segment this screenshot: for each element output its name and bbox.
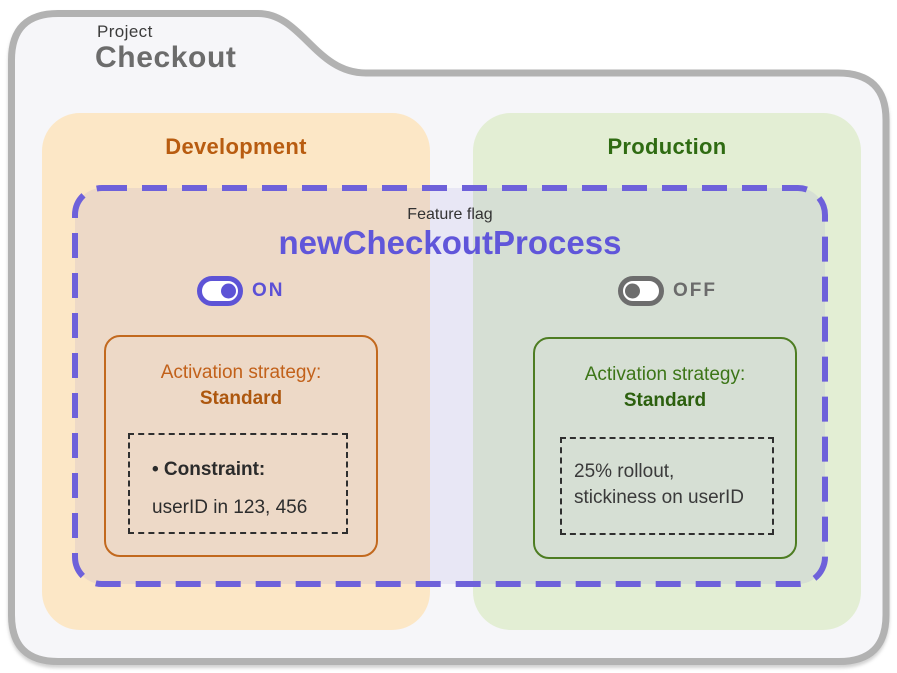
rollout-box: 25% rollout, stickiness on userID (560, 437, 774, 535)
rollout-line-1: 25% rollout, (574, 461, 675, 482)
environment-production-title: Production (607, 134, 727, 159)
toggle-knob-icon (221, 283, 236, 299)
production-flag-toggle[interactable]: OFF (618, 276, 717, 306)
development-strategy-card: Activation strategy: Standard • Constrai… (104, 335, 378, 557)
project-title: Checkout (95, 41, 237, 74)
toggle-on-label: ON (252, 280, 285, 301)
constraint-title: • Constraint: (152, 459, 266, 480)
rollout-line-2: stickiness on userID (574, 487, 745, 508)
toggle-knob-icon (625, 283, 640, 299)
strategy-name: Standard (199, 388, 283, 409)
constraint-box: • Constraint: userID in 123, 456 (128, 433, 348, 534)
strategy-heading: Activation strategy: (584, 364, 746, 385)
development-flag-toggle[interactable]: ON (197, 276, 285, 306)
environment-development-title: Development (165, 134, 307, 159)
toggle-off-switch[interactable] (618, 276, 664, 306)
strategy-name: Standard (623, 390, 707, 411)
toggle-on-switch[interactable] (197, 276, 243, 306)
toggle-off-label: OFF (673, 280, 717, 301)
project-eyebrow: Project (97, 22, 153, 41)
feature-flag-label: Feature flag (407, 206, 493, 223)
strategy-heading: Activation strategy: (160, 362, 322, 383)
feature-flag-name: newCheckoutProcess (278, 224, 622, 261)
production-strategy-card: Activation strategy: Standard 25% rollou… (533, 337, 797, 559)
constraint-value: userID in 123, 456 (152, 497, 308, 518)
